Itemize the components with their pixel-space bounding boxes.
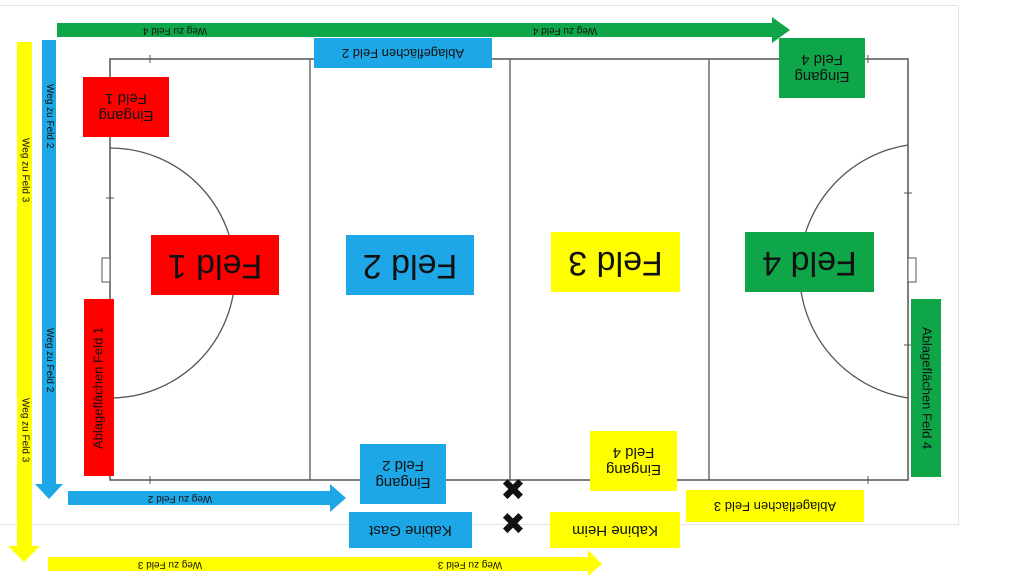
storage-field-2: Ablageflächen Feld 2 [314, 38, 492, 68]
field-label-2: Feld 2 [346, 235, 474, 295]
path-label-blue-bottom: Weg zu Feld 2 [147, 492, 213, 504]
door-cross-upper: ✖ [500, 473, 526, 507]
arrow-blue-vertical [35, 40, 63, 499]
field-label-4: Feld 4 [745, 232, 874, 292]
path-label-yellow-vertical-top: Weg zu Feld 3 [19, 137, 31, 203]
entrance-field-4-bottom: Eingang Feld 4 [590, 431, 677, 491]
goal-left [101, 257, 111, 283]
path-label-green-right: Weg zu Feld 4 [532, 24, 598, 36]
goal-right [907, 257, 917, 283]
path-label-green-left: Weg zu Feld 4 [142, 24, 208, 36]
entrance-field-2: Eingang Feld 2 [360, 444, 446, 504]
storage-field-3: Ablageflächen Feld 3 [686, 490, 864, 522]
storage-field-1: Ablageflächen Feld 1 [84, 299, 114, 476]
arrow-blue-bottom [68, 484, 346, 512]
arrow-green-top [57, 17, 790, 43]
field-label-3: Feld 3 [551, 232, 680, 292]
door-cross-lower: ✖ [500, 507, 526, 541]
storage-field-4: Ablageflächen Feld 4 [911, 299, 941, 477]
cabin-home: Kabine Heim [550, 512, 680, 548]
path-label-yellow-bottom-left: Weg zu Feld 3 [137, 558, 203, 570]
path-label-blue-vertical-bottom: Weg zu Feld 2 [43, 327, 55, 393]
path-label-yellow-bottom-right: Weg zu Feld 3 [437, 558, 503, 570]
entrance-field-4-top: Eingang Feld 4 [779, 38, 865, 98]
entrance-field-1: Eingang Feld 1 [83, 77, 169, 137]
cabin-guest: Kabine Gast [349, 512, 472, 548]
path-label-blue-vertical-top: Weg zu Feld 2 [43, 83, 55, 149]
field-label-1: Feld 1 [151, 235, 279, 295]
path-label-yellow-vertical-bottom: Weg zu Feld 3 [19, 397, 31, 463]
arrow-yellow-bottom [48, 550, 602, 576]
arrow-yellow-vertical [8, 42, 40, 562]
